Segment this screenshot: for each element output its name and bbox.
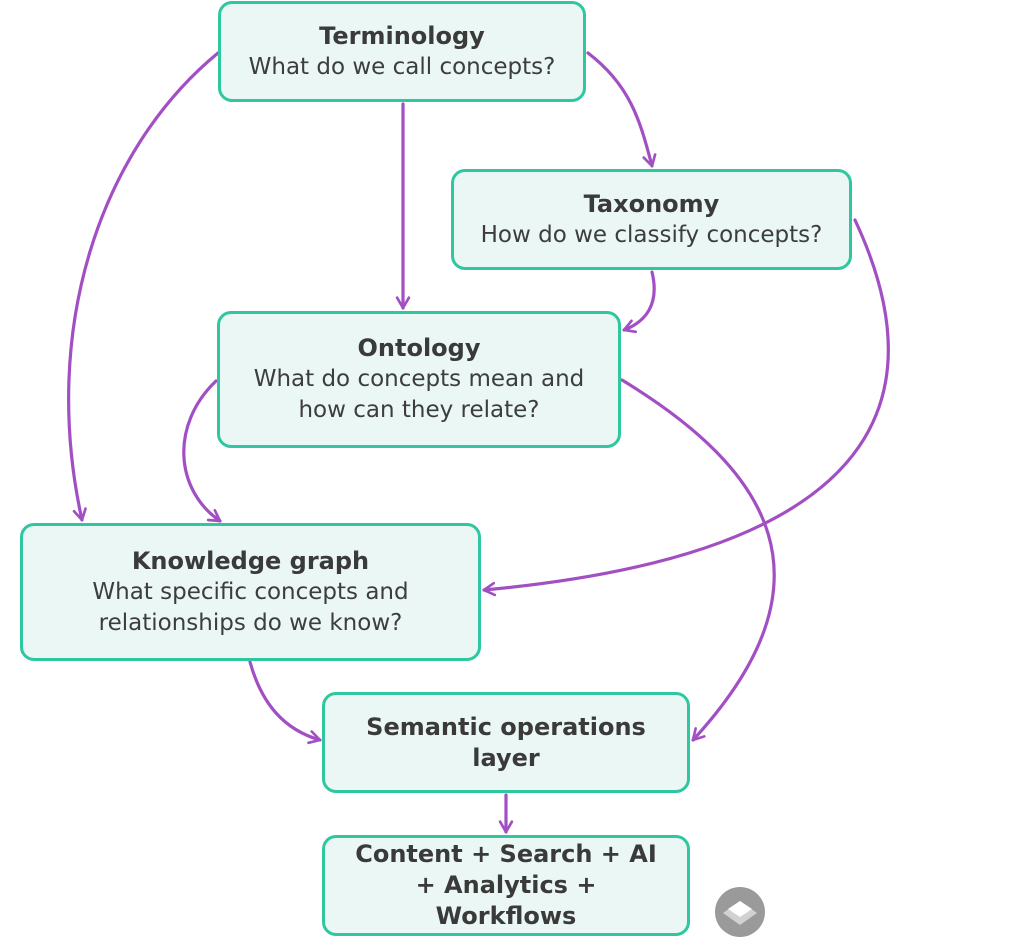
brand-logo-icon bbox=[715, 887, 765, 937]
arrow-taxonomy-to-ontology bbox=[622, 270, 656, 334]
semantic-layer-title: Semantic operations layer bbox=[366, 712, 646, 772]
arrow-knowledge-graph-to-semantic-layer bbox=[248, 660, 322, 745]
arrow-taxonomy-to-knowledge-graph bbox=[482, 218, 890, 597]
ontology-title: Ontology bbox=[357, 334, 481, 362]
arrow-ontology-to-semantic-layer bbox=[620, 378, 776, 742]
semantic-layer-node: Semantic operations layer bbox=[322, 692, 690, 793]
knowledge-graph-title: Knowledge graph bbox=[131, 546, 370, 575]
knowledge-graph-node: Knowledge graph What specific concepts a… bbox=[20, 523, 481, 661]
arrow-ontology-to-knowledge-graph bbox=[182, 379, 222, 523]
arrow-terminology-to-knowledge-graph bbox=[67, 51, 220, 522]
taxonomy-question: How do we classify concepts? bbox=[480, 221, 823, 248]
ontology-node: Ontology What do concepts mean and how c… bbox=[217, 311, 621, 448]
terminology-node: Terminology What do we call concepts? bbox=[218, 1, 586, 102]
arrow-terminology-to-taxonomy bbox=[586, 51, 657, 168]
taxonomy-title: Taxonomy bbox=[583, 189, 720, 218]
terminology-question: What do we call concepts? bbox=[248, 53, 556, 80]
taxonomy-node: Taxonomy How do we classify concepts? bbox=[451, 169, 852, 270]
outcomes-node: Content + Search + AI + Analytics + Work… bbox=[322, 835, 690, 936]
terminology-title: Terminology bbox=[319, 21, 485, 50]
outcomes-title: Content + Search + AI + Analytics + Work… bbox=[355, 840, 657, 930]
ontology-question: What do concepts mean and how can they r… bbox=[253, 366, 585, 423]
knowledge-graph-question: What specific concepts and relationships… bbox=[92, 578, 409, 636]
